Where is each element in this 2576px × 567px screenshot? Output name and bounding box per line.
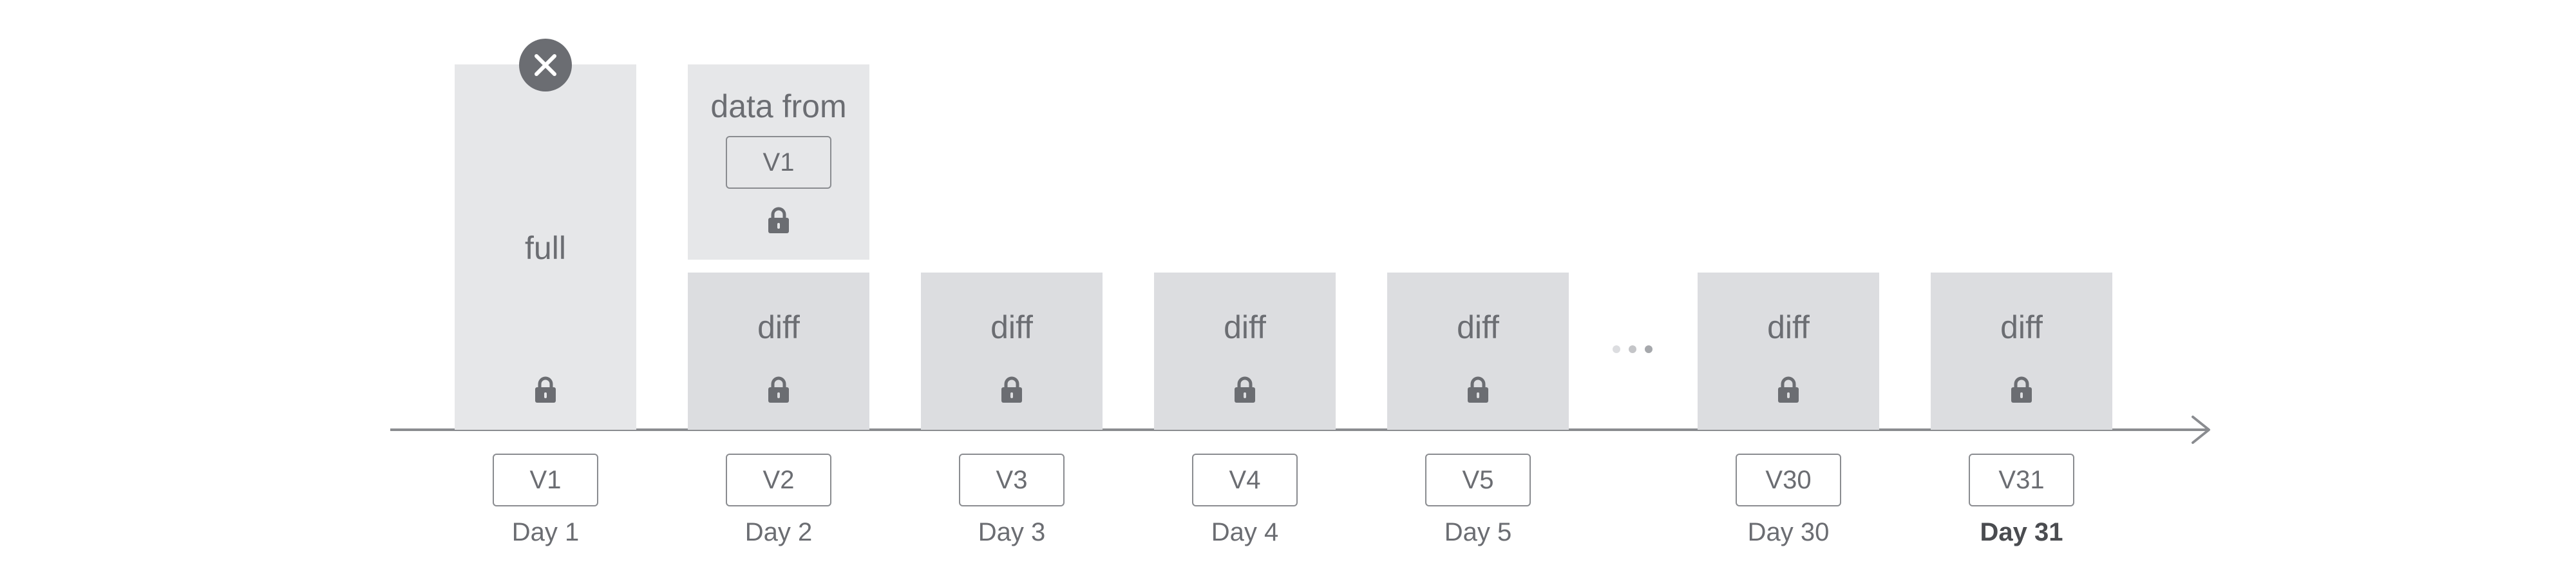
day-label: Day 5: [1444, 518, 1512, 546]
lock-icon: [768, 207, 789, 233]
version-box-v3[interactable]: V3: [959, 454, 1065, 506]
diff-label: diff: [1767, 309, 1810, 345]
diff-label: diff: [1457, 309, 1499, 345]
diff-label: diff: [2000, 309, 2043, 345]
lock-icon: [768, 376, 789, 403]
diff-block[interactable]: diff: [1387, 273, 1569, 430]
version-box-v1[interactable]: V1: [493, 454, 598, 506]
lock-icon: [535, 376, 556, 403]
referenced-version-box: V1: [726, 136, 831, 189]
lock-icon: [2011, 376, 2032, 403]
diff-block[interactable]: diff: [1931, 273, 2112, 430]
ellipsis-icon: [1613, 345, 1653, 353]
version-box-v30[interactable]: V30: [1736, 454, 1841, 506]
day-label: Day 30: [1747, 518, 1830, 546]
current-day-label: Day 31: [1980, 518, 2063, 546]
day-label: Day 3: [978, 518, 1046, 546]
diff-block[interactable]: diff: [1154, 273, 1336, 430]
version-box-v4[interactable]: V4: [1192, 454, 1298, 506]
version-box-v31[interactable]: V31: [1969, 454, 2074, 506]
diff-block[interactable]: diff: [921, 273, 1103, 430]
referenced-data-title: data from: [710, 88, 847, 124]
version-box-v2[interactable]: V2: [726, 454, 831, 506]
diff-block[interactable]: diff: [1698, 273, 1879, 430]
day-label: Day 4: [1211, 518, 1279, 546]
close-icon[interactable]: [519, 39, 572, 91]
lock-icon: [1235, 376, 1255, 403]
diff-block[interactable]: diff: [688, 273, 869, 430]
diff-label: diff: [1224, 309, 1266, 345]
diff-label: diff: [757, 309, 800, 345]
full-snapshot-block[interactable]: full: [455, 64, 636, 430]
day-label: Day 1: [511, 518, 580, 546]
version-box-v5[interactable]: V5: [1425, 454, 1531, 506]
day-label: Day 2: [744, 518, 813, 546]
referenced-data-block[interactable]: data from V1: [688, 64, 869, 260]
lock-icon: [1001, 376, 1022, 403]
lock-icon: [1468, 376, 1488, 403]
diff-label: diff: [990, 309, 1033, 345]
full-snapshot-label: full: [525, 230, 566, 266]
lock-icon: [1778, 376, 1799, 403]
